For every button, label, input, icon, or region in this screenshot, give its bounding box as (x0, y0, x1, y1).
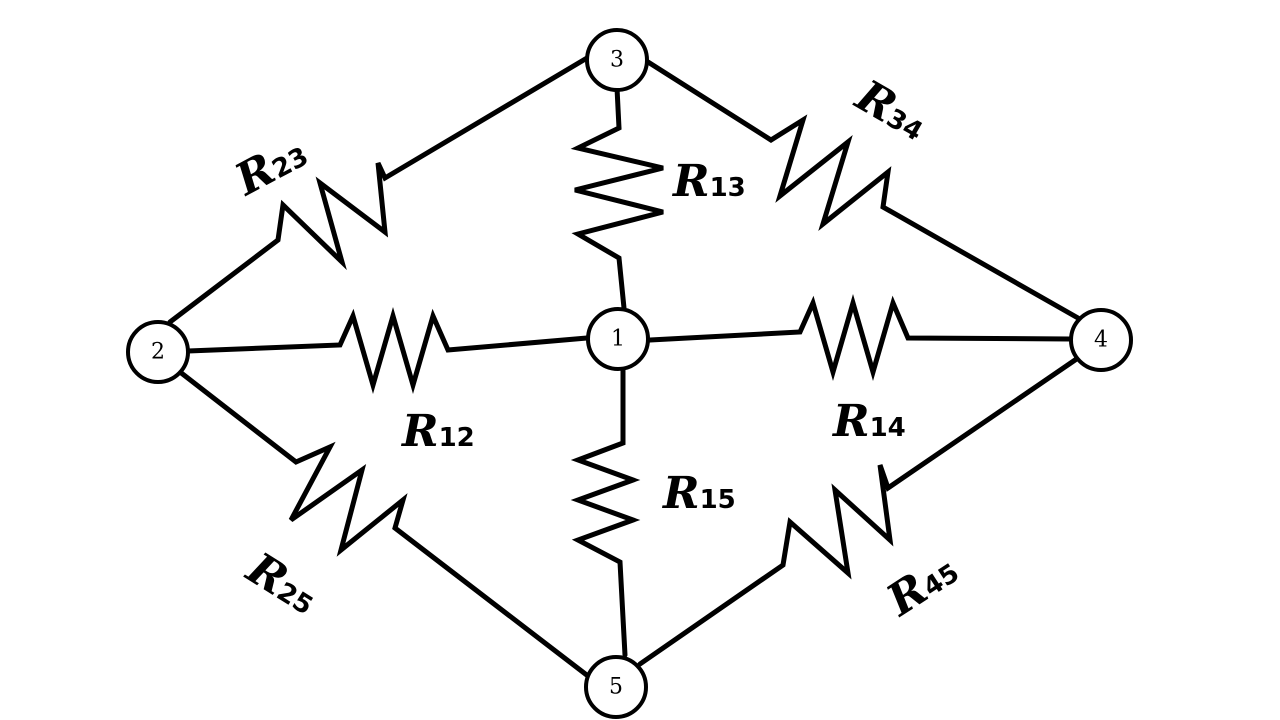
label-r12: R12 (400, 406, 475, 457)
node-2: 2 (126, 320, 190, 384)
wires (167, 55, 1081, 679)
wire-r25 (177, 369, 591, 679)
node-2-label: 2 (151, 340, 165, 365)
label-r25: R25 (236, 542, 326, 625)
wire-r45 (637, 355, 1081, 667)
wire-r34 (645, 59, 1081, 321)
node-3-label: 3 (610, 48, 624, 73)
node-1-label: 1 (611, 327, 625, 352)
node-5: 5 (584, 655, 648, 719)
label-r13: R13 (671, 156, 746, 207)
node-5-label: 5 (609, 675, 623, 700)
wire-r15 (570, 367, 641, 658)
label-r34: R34 (846, 69, 936, 151)
wire-r23 (167, 55, 590, 325)
node-3: 3 (585, 28, 649, 92)
node-4: 4 (1069, 308, 1133, 372)
label-r14: R14 (831, 396, 906, 447)
node-4-label: 4 (1094, 328, 1108, 353)
label-r45: R45 (877, 544, 967, 627)
wire-r13 (570, 85, 664, 311)
wire-r12 (185, 307, 590, 394)
label-r15: R15 (661, 468, 736, 519)
wire-r14 (647, 294, 1073, 381)
node-1: 1 (586, 307, 650, 371)
label-r23: R23 (225, 127, 315, 207)
nodes: 1 2 3 4 5 (126, 28, 1133, 719)
